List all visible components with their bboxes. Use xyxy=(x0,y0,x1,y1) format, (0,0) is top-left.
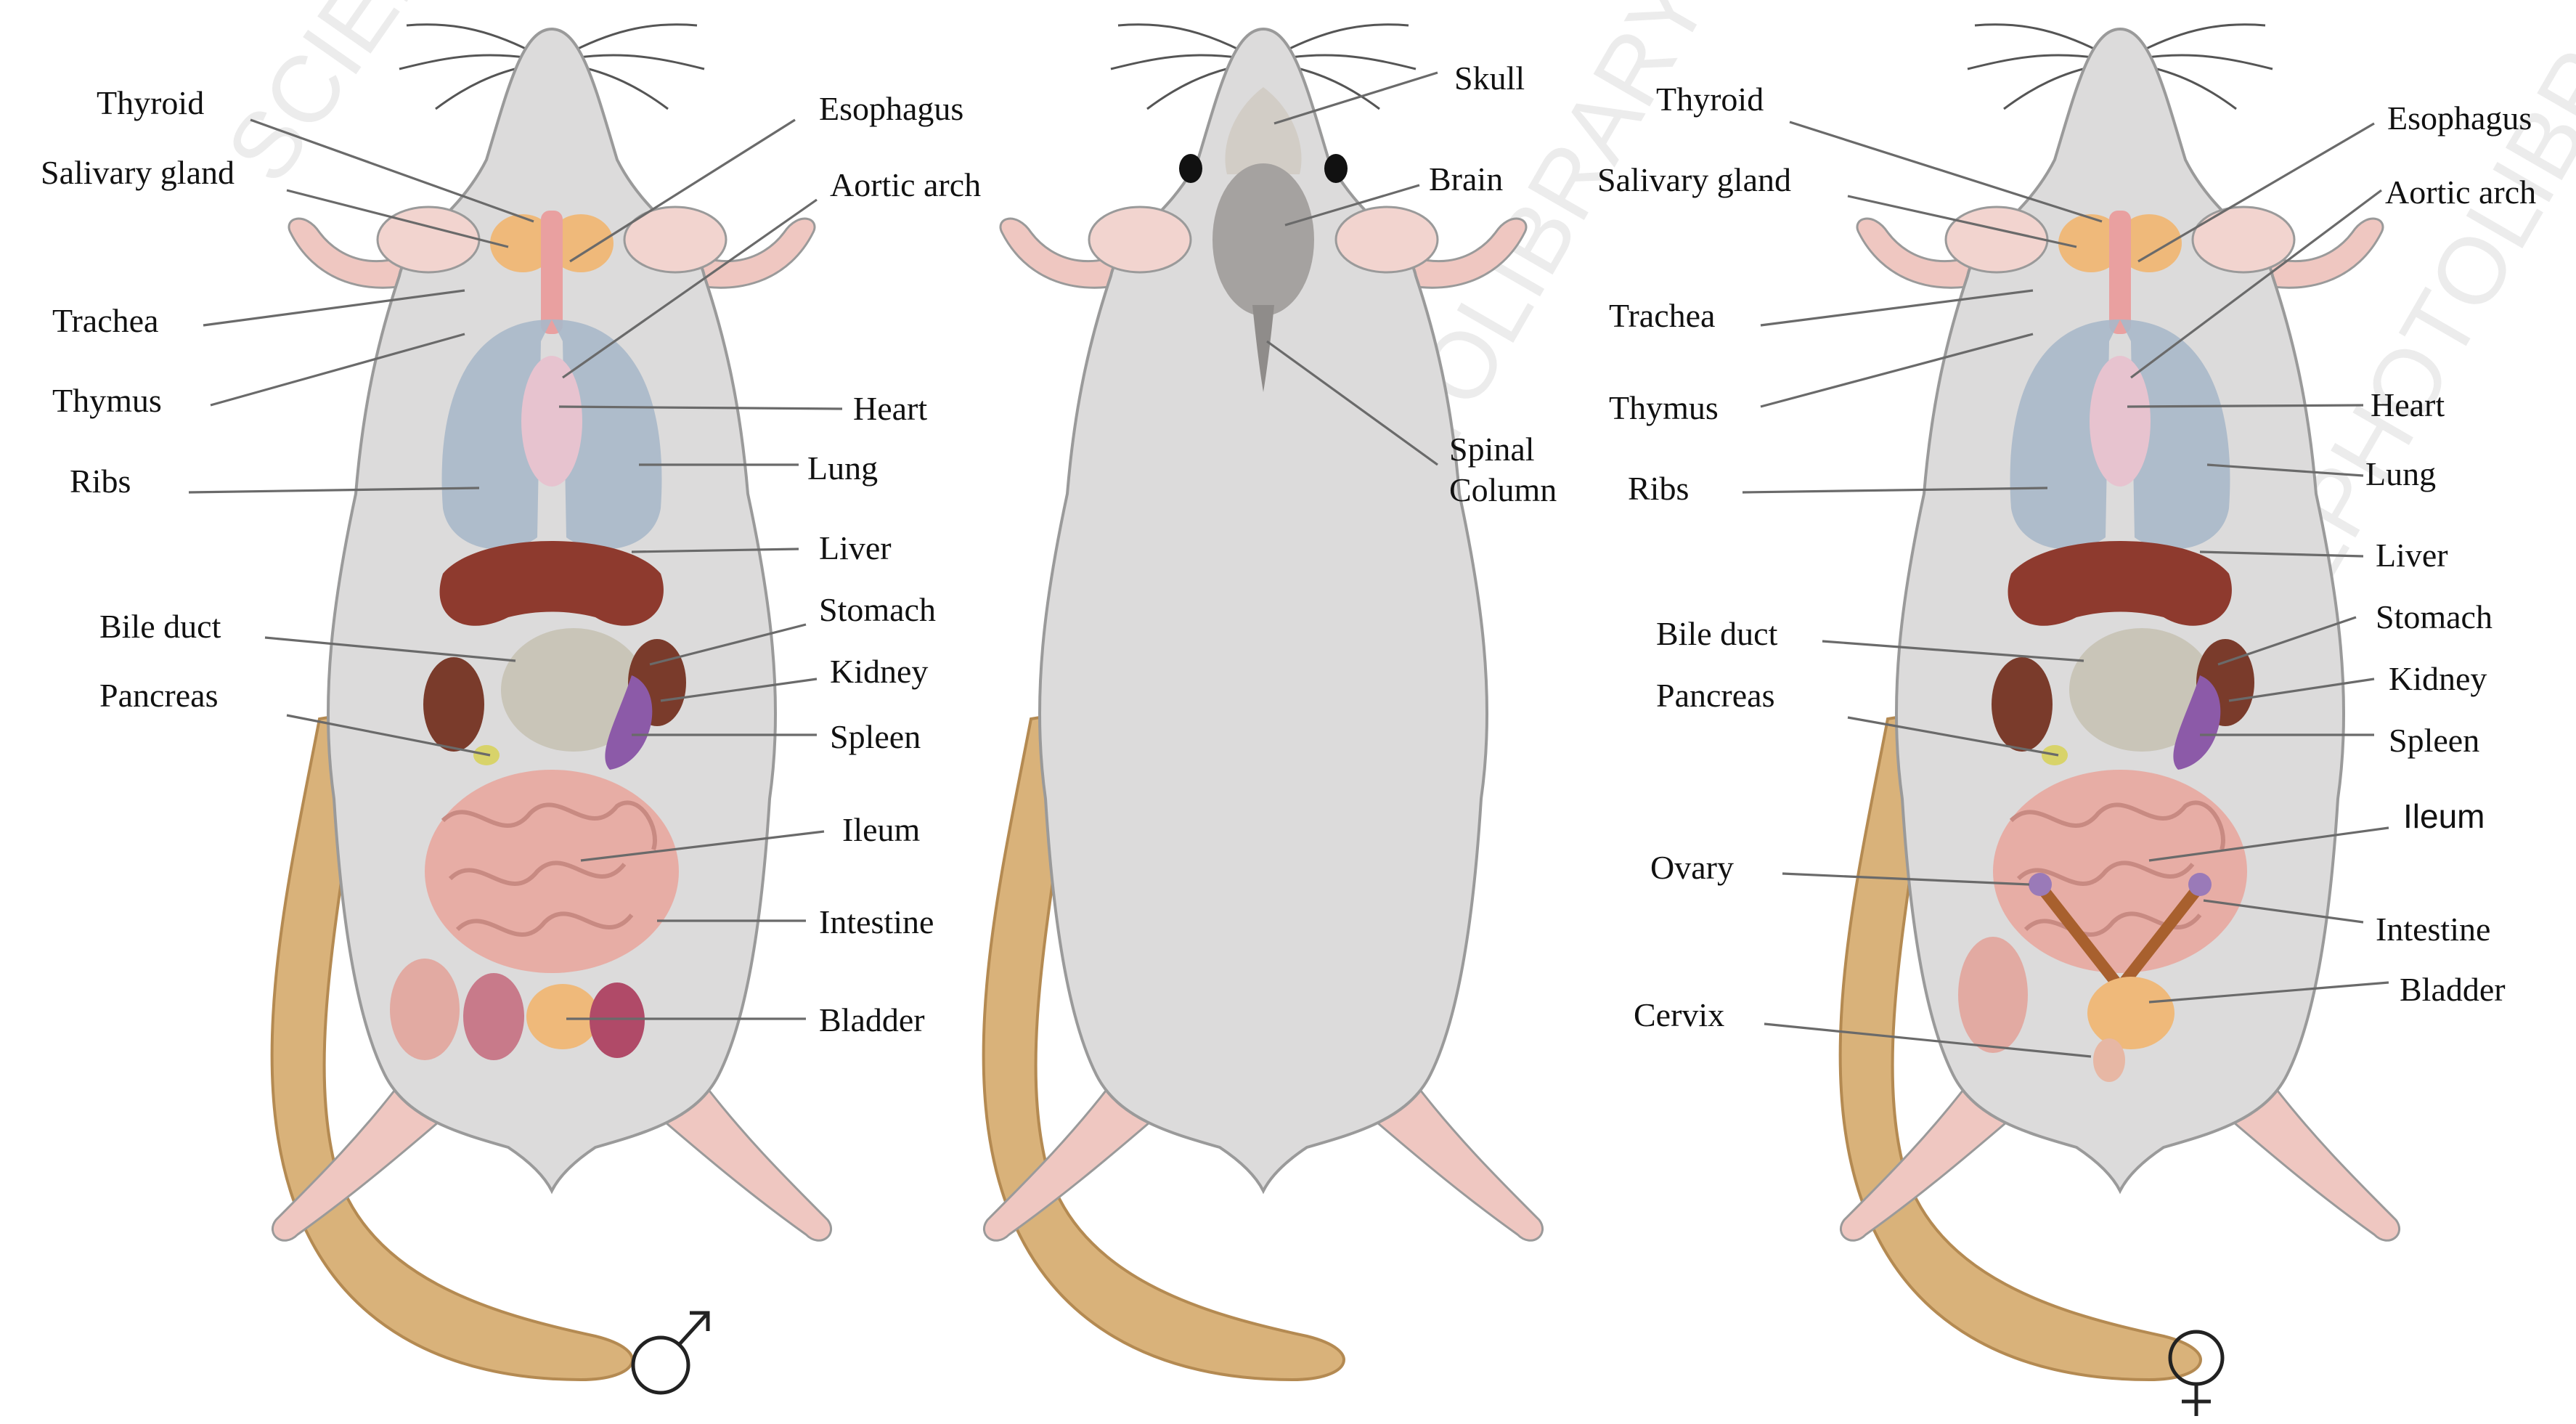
trachea-shape xyxy=(541,211,563,334)
label-intestine: Intestine xyxy=(2376,911,2490,948)
label-ovary: Ovary xyxy=(1650,849,1734,886)
label-lung: Lung xyxy=(2365,455,2436,492)
female-symbol-cross xyxy=(2182,1384,2211,1416)
label-kidney: Kidney xyxy=(2389,660,2487,697)
ovary-shape xyxy=(2029,873,2052,896)
label-heart: Heart xyxy=(853,390,927,427)
label-spleen: Spleen xyxy=(2389,722,2479,759)
cervix-shape xyxy=(2093,1038,2125,1082)
label-stomach: Stomach xyxy=(819,591,936,628)
label-thyroid: Thyroid xyxy=(97,84,204,121)
label-skull: Skull xyxy=(1454,60,1525,97)
bladder-shape xyxy=(2087,977,2174,1049)
colon-shape xyxy=(1958,937,2028,1053)
left-kidney-shape xyxy=(423,657,484,752)
label-thymus: Thymus xyxy=(52,382,162,419)
label-heart: Heart xyxy=(2371,386,2445,423)
label-salivary-gland: Salivary gland xyxy=(1597,161,1791,198)
male-symbol-arrow xyxy=(679,1313,708,1345)
left-gonad-shape xyxy=(390,959,460,1060)
heart-shape xyxy=(521,356,582,487)
trachea-shape xyxy=(2109,211,2131,334)
brain-shape xyxy=(1212,163,1314,316)
label-salivary-gland: Salivary gland xyxy=(41,154,235,191)
label-column: Column xyxy=(1449,471,1557,508)
label-ribs: Ribs xyxy=(1628,470,1689,507)
label-spinal: Spinal xyxy=(1449,431,1535,468)
left-eye xyxy=(1179,154,1202,183)
testis-shape xyxy=(590,982,645,1058)
bladder-shape xyxy=(526,984,599,1049)
label-stomach: Stomach xyxy=(2376,598,2493,635)
label-trachea: Trachea xyxy=(52,302,158,339)
label-thymus: Thymus xyxy=(1609,389,1719,426)
female-rat: Thyroid Salivary gland Trachea Thymus Ri… xyxy=(1597,25,2536,1416)
label-spleen: Spleen xyxy=(830,718,921,755)
right-eye xyxy=(1324,154,1348,183)
label-brain: Brain xyxy=(1429,160,1503,198)
label-intestine: Intestine xyxy=(819,903,934,940)
label-bladder: Bladder xyxy=(819,1001,925,1038)
label-trachea: Trachea xyxy=(1609,297,1715,334)
label-bile-duct: Bile duct xyxy=(99,608,221,645)
label-esophagus: Esophagus xyxy=(2387,99,2532,137)
label-ileum: Ileum xyxy=(842,811,921,848)
left-kidney-shape xyxy=(1992,657,2053,752)
label-aortic-arch: Aortic arch xyxy=(2385,174,2536,211)
label-pancreas: Pancreas xyxy=(1656,677,1774,714)
label-lung: Lung xyxy=(807,449,878,487)
male-rat: Thyroid Salivary gland Trachea Thymus Ri… xyxy=(41,25,981,1393)
label-cervix: Cervix xyxy=(1634,996,1724,1033)
label-kidney: Kidney xyxy=(830,653,928,690)
heart-shape xyxy=(2090,356,2151,487)
label-aortic-arch: Aortic arch xyxy=(830,166,981,203)
label-liver: Liver xyxy=(819,529,892,566)
testis-shape xyxy=(463,973,524,1060)
label-bile-duct: Bile duct xyxy=(1656,615,1778,652)
label-thyroid: Thyroid xyxy=(1656,81,1764,118)
dorsal-rat: Skull Brain Spinal Column xyxy=(984,25,1557,1380)
label-bladder: Bladder xyxy=(2400,971,2506,1008)
label-ileum: Ileum xyxy=(2403,797,2485,835)
label-esophagus: Esophagus xyxy=(819,90,963,127)
label-ribs: Ribs xyxy=(70,463,131,500)
ovary-shape xyxy=(2188,873,2212,896)
label-pancreas: Pancreas xyxy=(99,677,218,714)
label-liver: Liver xyxy=(2376,537,2448,574)
